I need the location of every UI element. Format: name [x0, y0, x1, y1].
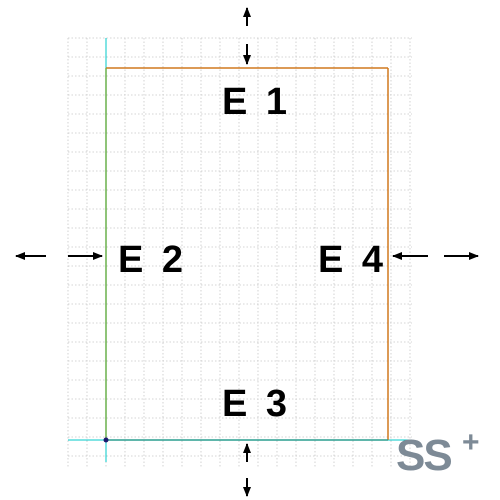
edge-label-e1: E 1: [222, 81, 291, 123]
edge-label-e2: E 2: [118, 239, 187, 281]
origin-point: [103, 437, 109, 443]
background-grid: [67, 37, 412, 468]
logo-plus-icon: +: [462, 426, 480, 459]
logo-text: SS: [396, 431, 451, 480]
edge-label-e4: E 4: [318, 239, 387, 281]
edge-label-e3: E 3: [222, 383, 291, 425]
ss-plus-logo: SS +: [396, 426, 480, 480]
